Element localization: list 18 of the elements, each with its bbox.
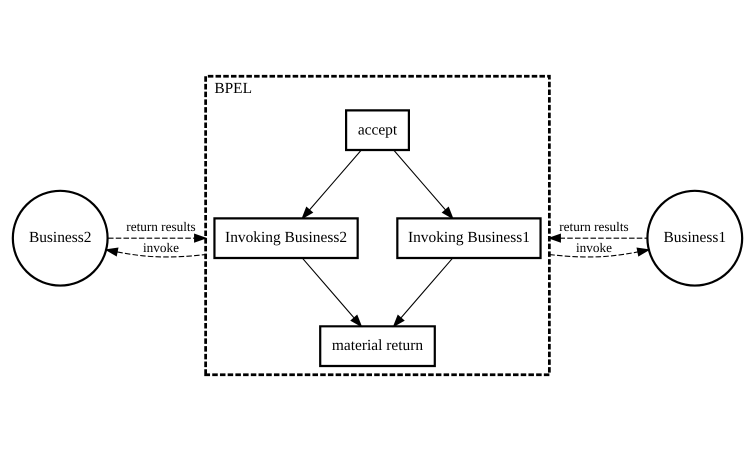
arrow (108, 234, 208, 243)
node-circle: Business2 (12, 190, 109, 287)
node-box: Invoking Business2 (213, 217, 359, 260)
edge-label: invoke (143, 240, 180, 256)
edge-label: return results (559, 219, 629, 234)
node-box: material return (319, 325, 436, 368)
arrow (549, 248, 650, 258)
arrow (302, 258, 362, 328)
edge-label: return results (126, 219, 196, 234)
arrow (392, 258, 453, 328)
arrow (301, 150, 362, 220)
edge-label: invoke (576, 240, 612, 256)
node-box: accept (345, 109, 410, 152)
arrow (104, 248, 206, 258)
arrow (393, 150, 454, 220)
node-circle: Business1 (646, 190, 744, 287)
arrow (548, 234, 648, 243)
node-box: Invoking Business1 (396, 217, 542, 260)
